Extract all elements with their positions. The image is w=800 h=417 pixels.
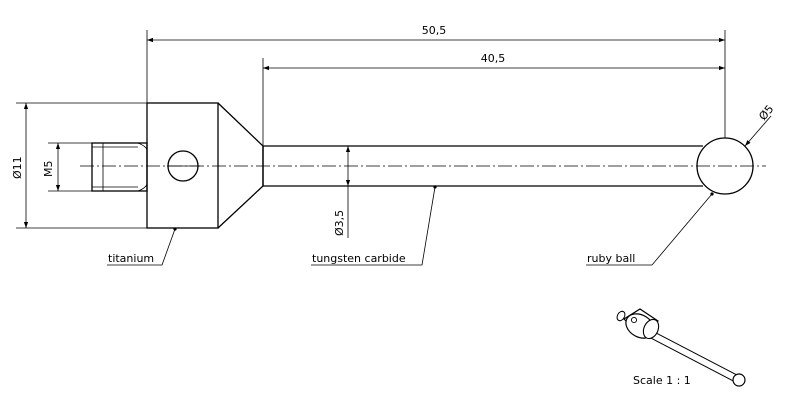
thread-part [91,142,148,192]
isometric-view [616,308,746,387]
tungsten-carbide-label: tungsten carbide [312,252,406,265]
stem-length-label: 40,5 [481,52,506,65]
body-diameter-label: Ø11 [11,156,24,179]
stem-diameter-label: Ø3,5 [333,210,346,236]
titanium-body [146,102,264,229]
overall-length-dimension: 50,5 [146,24,726,138]
titanium-leader: titanium [107,227,177,266]
scale-label: Scale 1 : 1 [633,374,691,387]
titanium-label: titanium [108,252,154,265]
thread-dimension: M5 [42,142,92,192]
tungsten-carbide-leader: tungsten carbide [311,185,437,266]
ball-diameter-label: Ø5 [756,103,776,123]
ball-diameter-dimension: Ø5 [744,103,776,147]
ruby-ball-leader: ruby ball [586,192,714,266]
stem-length-dimension: 40,5 [262,52,725,146]
overall-length-label: 50,5 [422,24,447,37]
iso-ball-icon [732,373,746,387]
ruby-ball-label: ruby ball [587,252,635,265]
stem-diameter-dimension: Ø3,5 [333,146,351,238]
body-diameter-dimension: Ø11 [11,102,218,229]
tungsten-carbide-stem [262,145,703,187]
thread-label: M5 [42,161,55,178]
